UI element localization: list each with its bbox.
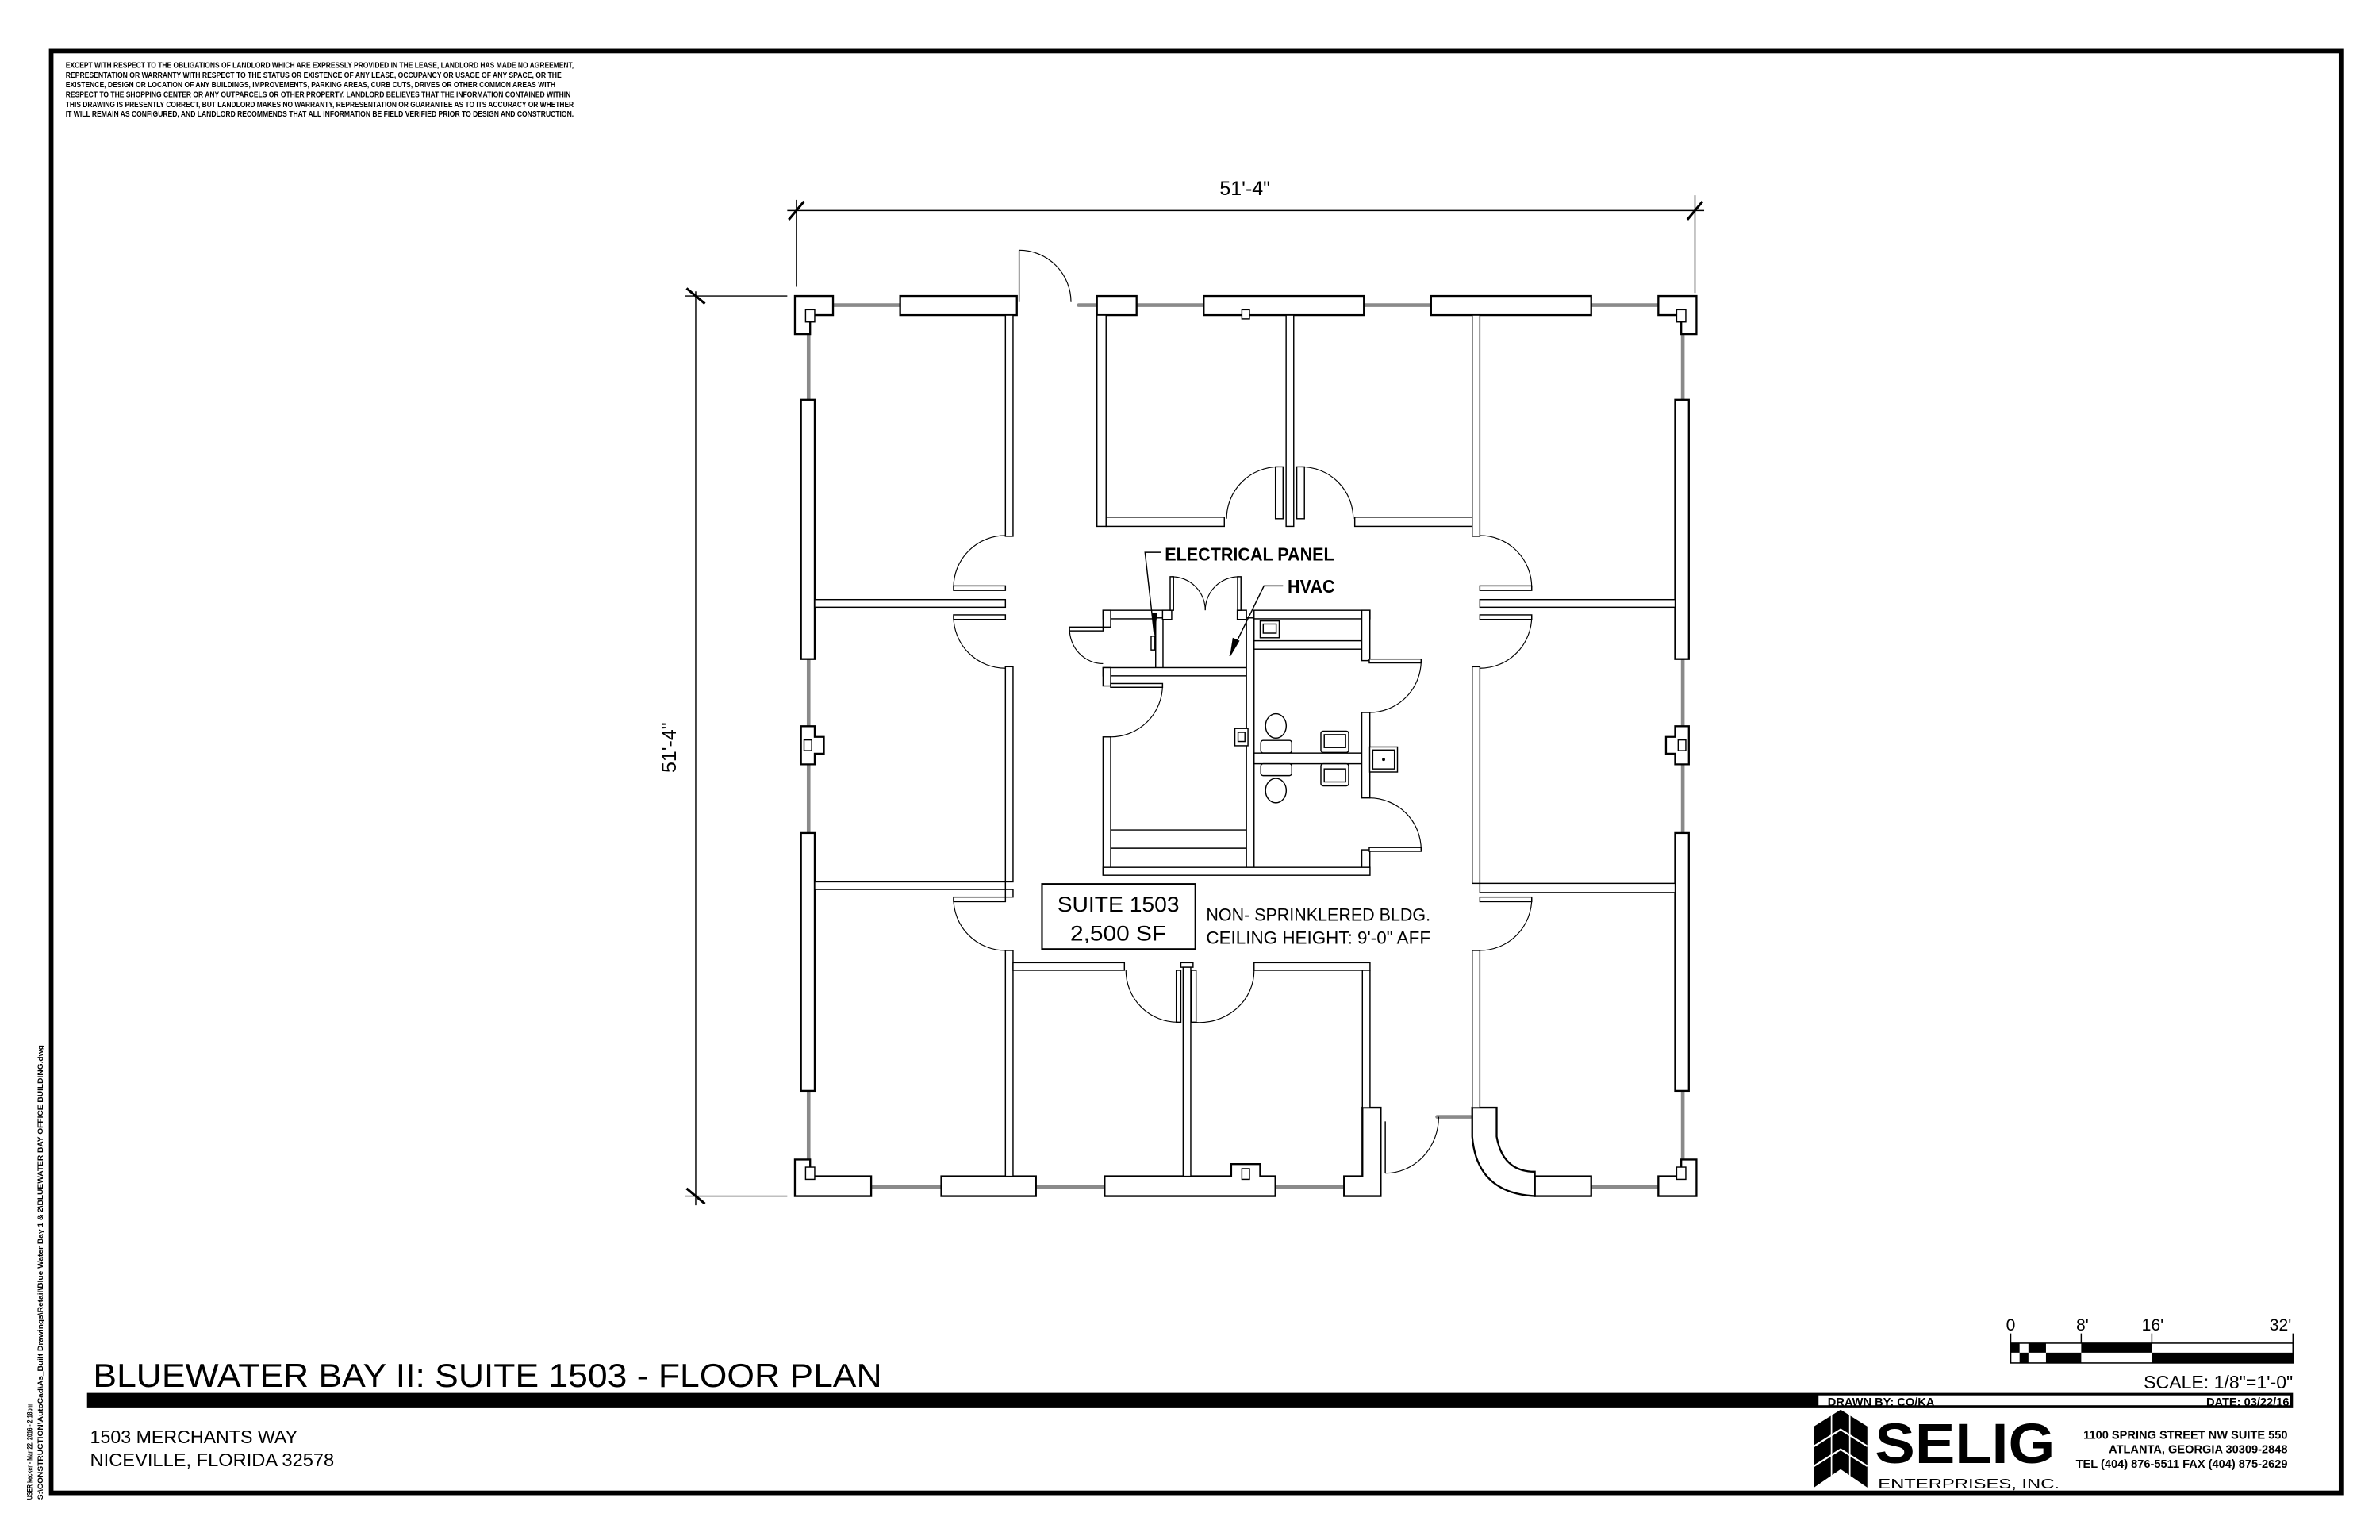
- scale-ratio: SCALE: 1/8"=1'-0": [2144, 1372, 2293, 1392]
- ceiling-height-note: CEILING HEIGHT: 9'-0" AFF: [1206, 927, 1430, 947]
- scale-label-8: 8': [2076, 1316, 2089, 1335]
- electrical-panel-callout: ELECTRICAL PANEL: [1144, 544, 1334, 638]
- dimension-width: 51'-4": [787, 178, 1705, 294]
- plot-stamp-path: S:\CONSTRUCTION\AutoCad\As_Built Drawing…: [36, 1045, 44, 1500]
- toilet-icon: [1260, 712, 1292, 754]
- suite-name: SUITE 1503: [1058, 893, 1180, 916]
- disclaimer-line: REPRESENTATION OR WARRANTY WITH RESPECT …: [66, 71, 562, 80]
- building-core: [1069, 576, 1422, 876]
- site-address-line2: NICEVILLE, FLORIDA 32578: [90, 1450, 335, 1470]
- lavatory-icon: [1320, 730, 1349, 754]
- logo-subtitle: ENTERPRISES, INC.: [1878, 1476, 2059, 1492]
- sheet-border: [48, 48, 2344, 1496]
- janitor-sink-icon: [1259, 620, 1280, 639]
- disclaimer-line: IT WILL REMAIN AS CONFIGURED, AND LANDLO…: [66, 110, 574, 119]
- selig-chevron-icon: [1813, 1409, 1868, 1488]
- sprinkler-note: NON- SPRINKLERED BLDG.: [1206, 904, 1430, 924]
- electrical-panel-label: ELECTRICAL PANEL: [1165, 544, 1334, 565]
- scale-bar: 0 8' 16' 32' SCALE: 1/8"=1'-0": [2006, 1316, 2294, 1392]
- suite-tag: SUITE 1503 2,500 SF: [1041, 883, 1196, 950]
- dimension-depth-label: 51'-4": [658, 722, 681, 773]
- doors: [953, 249, 1533, 1174]
- drinking-fountain-icon: [1368, 746, 1399, 773]
- exterior-windows: [806, 303, 1685, 1189]
- title-block: BLUEWATER BAY II: SUITE 1503 - FLOOR PLA…: [86, 1358, 2294, 1470]
- company-address-line: TEL (404) 876-5511 FAX (404) 875-2629: [2076, 1458, 2288, 1471]
- drawn-by: DRAWN BY: CO/KA: [1828, 1396, 1935, 1409]
- disclaimer-line: EXISTENCE, DESIGN OR LOCATION OF ANY BUI…: [66, 81, 555, 90]
- interior-partitions: [814, 314, 1676, 1177]
- lavatory-icon: [1320, 762, 1349, 787]
- drawing-title: BLUEWATER BAY II: SUITE 1503 - FLOOR PLA…: [93, 1358, 881, 1394]
- suite-area: 2,500 SF: [1070, 921, 1166, 945]
- scale-label-16: 16': [2142, 1316, 2164, 1335]
- logo-name: SELIG: [1875, 1413, 2055, 1476]
- site-address-line1: 1503 MERCHANTS WAY: [90, 1427, 298, 1447]
- drawing-date: DATE: 03/22/16: [2206, 1396, 2289, 1409]
- company-address-line: ATLANTA, GEORGIA 30309-2848: [2109, 1444, 2287, 1457]
- plot-stamp-user: USER kecker - Mar 22, 2016 - 2:18pm: [26, 1404, 34, 1500]
- dimension-depth: 51'-4": [658, 287, 788, 1206]
- scale-label-32: 32': [2270, 1316, 2292, 1335]
- scale-label-0: 0: [2006, 1316, 2016, 1335]
- company-address: 1100 SPRING STREET NW SUITE 550 ATLANTA,…: [2076, 1429, 2288, 1471]
- disclaimer: EXCEPT WITH RESPECT TO THE OBLIGATIONS O…: [66, 62, 574, 120]
- exterior-walls: [793, 294, 1698, 1197]
- company-logo: SELIG ENTERPRISES, INC.: [1813, 1409, 2059, 1492]
- hvac-label: HVAC: [1288, 576, 1335, 597]
- hvac-callout: HVAC: [1229, 576, 1335, 658]
- toilet-icon: [1260, 762, 1292, 804]
- disclaimer-line: EXCEPT WITH RESPECT TO THE OBLIGATIONS O…: [66, 62, 574, 71]
- building-notes: NON- SPRINKLERED BLDG. CEILING HEIGHT: 9…: [1206, 904, 1430, 947]
- dimension-width-label: 51'-4": [1219, 178, 1270, 200]
- disclaimer-line: RESPECT TO THE SHOPPING CENTER OR ANY OU…: [66, 90, 570, 99]
- plot-stamp: USER kecker - Mar 22, 2016 - 2:18pm S:\C…: [26, 1045, 44, 1500]
- company-address-line: 1100 SPRING STREET NW SUITE 550: [2083, 1429, 2287, 1442]
- disclaimer-line: THIS DRAWING IS PRESENTLY CORRECT, BUT L…: [66, 101, 574, 109]
